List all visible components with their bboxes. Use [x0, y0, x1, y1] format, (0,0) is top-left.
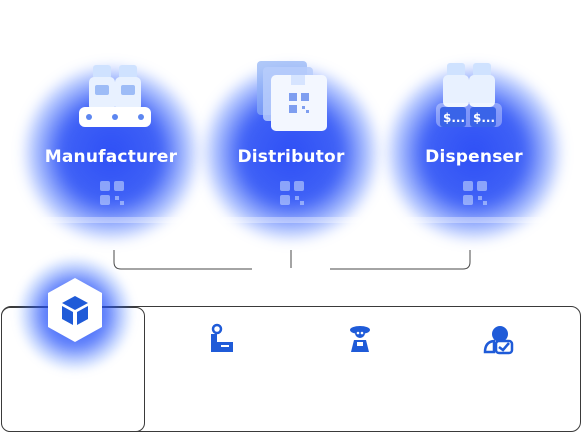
node-dispenser[interactable]: $... $... Dispenser: [374, 55, 574, 255]
node-label-distributor: Distributor: [237, 147, 345, 167]
price-tag-left: $...: [443, 111, 465, 125]
node-distributor[interactable]: Distributor: [191, 55, 391, 255]
bottles-with-price-icon: $... $...: [436, 63, 502, 127]
stacked-boxes-icon: [257, 61, 327, 131]
faded-caption: [404, 217, 544, 223]
bottles-on-conveyor-icon: [79, 65, 151, 127]
price-tag-right: $...: [473, 111, 495, 125]
faded-caption: [221, 217, 361, 223]
delivery-person-icon[interactable]: [343, 322, 377, 356]
node-label-manufacturer: Manufacturer: [44, 147, 178, 167]
qr-code-icon: [100, 181, 124, 205]
node-label-dispenser: Dispenser: [425, 147, 523, 167]
scan-device-icon[interactable]: [205, 322, 239, 356]
node-manufacturer[interactable]: Manufacturer: [11, 55, 211, 255]
qr-code-icon: [463, 181, 487, 205]
cube-icon[interactable]: [44, 276, 106, 344]
faded-caption: [41, 217, 181, 223]
verified-user-icon[interactable]: [482, 322, 516, 356]
qr-code-icon: [280, 181, 304, 205]
